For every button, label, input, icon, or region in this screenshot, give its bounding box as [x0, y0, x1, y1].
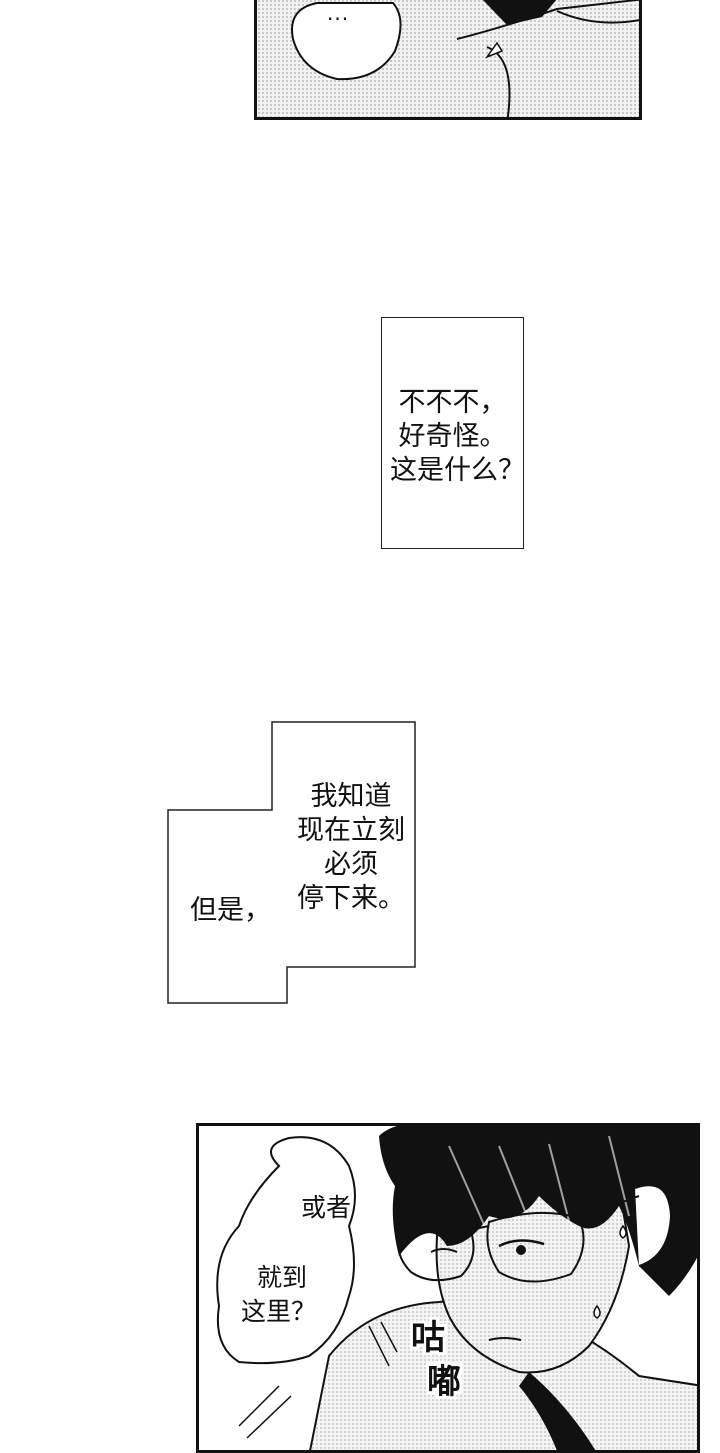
narration-2-right-text: 我知道 现在立刻 必须 停下来。	[290, 780, 412, 916]
sound-effect-line: 嘟	[427, 1362, 461, 1402]
bottom-bubble-line: 就到	[257, 1263, 308, 1292]
top-comic-panel: ···	[254, 0, 642, 120]
bottom-bubble-line: 这里？	[241, 1297, 317, 1326]
narration-2-line: 现在立刻	[297, 815, 405, 846]
top-panel-art	[291, 0, 639, 117]
narration-2-line: 我知道	[310, 781, 392, 812]
top-bubble-text: ···	[327, 7, 350, 31]
narration-2-line: 停下来。	[297, 883, 405, 914]
bottom-comic-panel: 或者 就到 这里？ 咕 嘟	[196, 1123, 700, 1453]
narration-2-line: 必须	[324, 849, 378, 880]
narration-1-line: 好奇怪。	[398, 421, 507, 452]
narration-1-line: 这是什么？	[390, 455, 525, 486]
narration-box-1: 不不不， 好奇怪。 这是什么？	[381, 317, 525, 549]
bottom-panel-art	[216, 1126, 697, 1450]
narration-2-left-text: 但是，	[190, 895, 271, 926]
sound-effect-line: 咕	[411, 1318, 445, 1358]
narration-1-text: 不不不， 好奇怪。 这是什么？	[390, 386, 525, 488]
bottom-bubble-line: 或者	[301, 1193, 352, 1222]
narration-1-line: 不不不，	[398, 387, 507, 418]
